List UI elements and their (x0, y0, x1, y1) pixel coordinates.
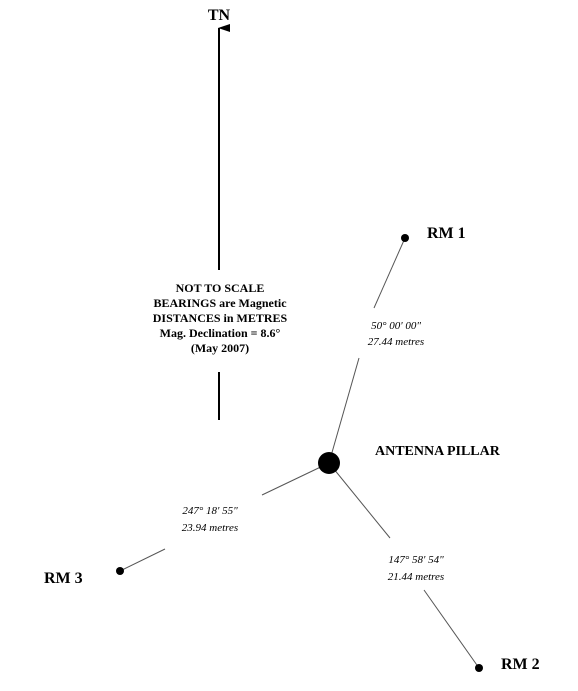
rm3-marker (116, 567, 124, 575)
note-line: BEARINGS are Magnetic (153, 296, 287, 310)
leg-line-rm1-lower (328, 357, 360, 464)
note-line: DISTANCES in METRES (153, 311, 288, 325)
rm2-bearing: 147° 58' 54" (388, 554, 444, 566)
antenna-pillar-marker (318, 452, 340, 474)
leg-line-rm2-upper (328, 462, 391, 539)
rm1-marker (401, 234, 409, 242)
rm3-distance: 23.94 metres (182, 522, 238, 534)
leg-line-rm3-lower (119, 548, 166, 572)
note-line: (May 2007) (191, 341, 249, 355)
rm2-marker (475, 664, 483, 672)
rm2-distance: 21.44 metres (388, 571, 444, 583)
rm3-label: RM 3 (44, 570, 83, 587)
leg-line-rm2-lower (423, 589, 480, 669)
note-line: NOT TO SCALE (176, 281, 265, 295)
leg-line-rm1-upper (373, 237, 406, 309)
rm2-label: RM 2 (501, 656, 540, 673)
rm1-label: RM 1 (427, 225, 466, 242)
north-label: TN (208, 7, 231, 24)
pillar-label: ANTENNA PILLAR (375, 444, 501, 459)
rm1-distance: 27.44 metres (368, 336, 424, 348)
note-line: Mag. Declination = 8.6° (160, 326, 281, 340)
notes-block: NOT TO SCALE BEARINGS are Magnetic DISTA… (153, 281, 288, 355)
rm3-bearing: 247° 18' 55" (182, 505, 238, 517)
leg-line-rm3-upper (261, 462, 330, 496)
rm1-bearing: 50° 00' 00" (371, 320, 421, 332)
